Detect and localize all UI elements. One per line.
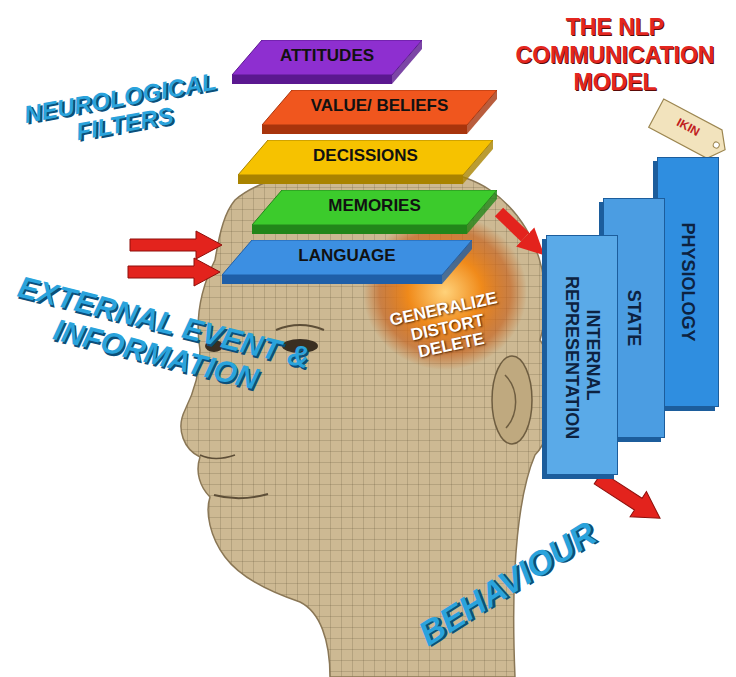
layer-side xyxy=(232,75,392,84)
tag xyxy=(649,99,733,164)
tag-text: IKIN xyxy=(665,111,710,143)
brow xyxy=(276,325,324,330)
output-label: BEHAVIOUR xyxy=(406,511,608,657)
filter-layer: MEMORIES xyxy=(252,190,497,234)
layer-side xyxy=(238,175,463,184)
layer-side xyxy=(252,225,467,234)
filter-layer: VALUE/ BELIEFS xyxy=(262,90,497,134)
panel-label: STATE xyxy=(620,284,649,352)
layer-side xyxy=(262,125,467,134)
ear-detail xyxy=(505,375,516,428)
layer-side xyxy=(222,275,442,284)
layer-label: DECISSIONS xyxy=(238,140,493,180)
input-arrows xyxy=(128,231,222,286)
panel-label: PHYSIOLOGY xyxy=(674,216,703,347)
mouth xyxy=(214,494,268,498)
red-arrow xyxy=(130,231,222,259)
brain-glow xyxy=(363,214,527,370)
behaviour-arrow xyxy=(590,465,668,530)
nostril xyxy=(200,455,235,459)
filter-layer: DECISSIONS xyxy=(238,140,493,184)
panel-label: INTERNAL REPRESENTATION xyxy=(557,270,606,440)
flow-arrow xyxy=(499,212,525,237)
process-panel: INTERNAL REPRESENTATION xyxy=(546,235,618,475)
tag-hole xyxy=(712,141,720,149)
layer-label: LANGUAGE xyxy=(222,240,472,280)
process-label: GENERALIZE DISTORT DELETE xyxy=(381,288,515,369)
filter-layer: LANGUAGE xyxy=(222,240,472,284)
layer-label: MEMORIES xyxy=(252,190,497,230)
tag-shape xyxy=(649,99,733,164)
section-label: NEUROLOGICAL FILTERS xyxy=(12,67,233,156)
ear xyxy=(492,356,532,444)
diagram-title: THE NLP COMMUNICATION MODEL xyxy=(500,14,730,97)
process-panel: PHYSIOLOGY xyxy=(657,157,719,407)
input-label: EXTERNAL EVENT & INFORMATION xyxy=(2,268,319,407)
red-arrow xyxy=(590,465,668,530)
filter-layer: ATTITUDES xyxy=(232,40,422,84)
layer-label: VALUE/ BELIEFS xyxy=(262,90,497,130)
red-arrow xyxy=(128,258,220,286)
layer-label: ATTITUDES xyxy=(232,40,422,80)
